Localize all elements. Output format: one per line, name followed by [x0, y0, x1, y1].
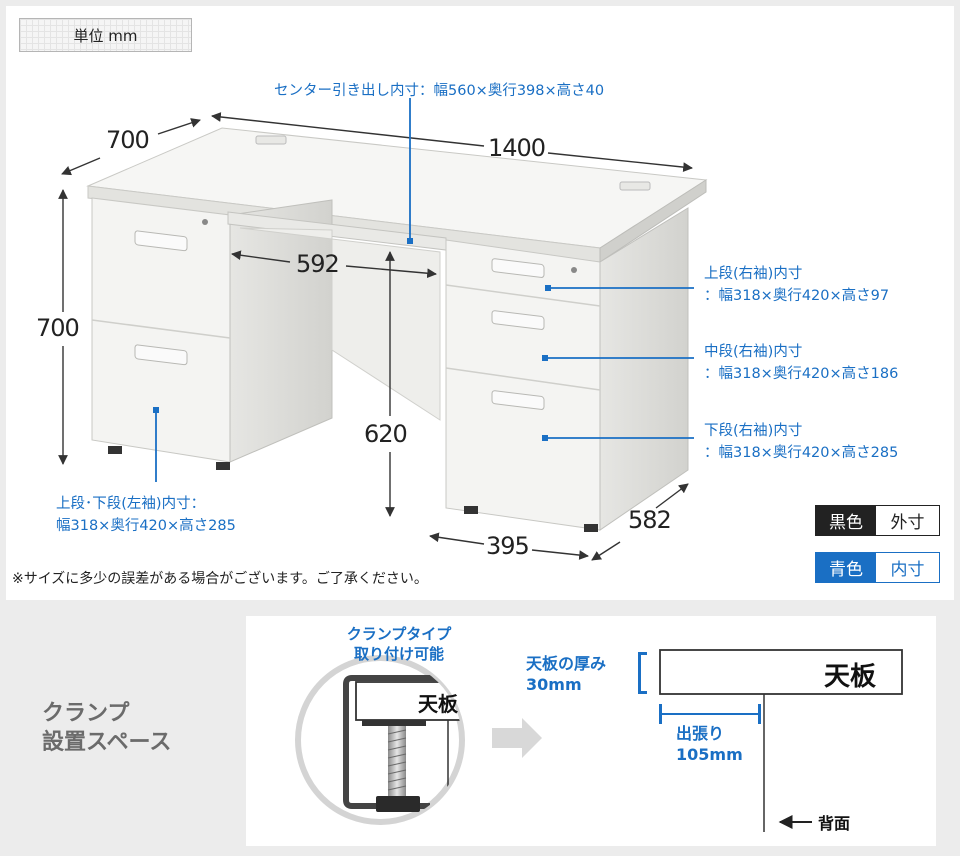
legend-blue-label: 青色 [816, 553, 876, 582]
desk-top-side-edge [599, 179, 707, 263]
board-thickness-bracket [638, 652, 641, 694]
desk-illustration [58, 98, 708, 561]
clamp-diagram [295, 649, 903, 832]
back-label: 背面 [818, 814, 851, 833]
pedestal-width-line-a [429, 532, 485, 545]
schematic-board-label: 天板 [824, 662, 877, 692]
clamp-type-line1: クランプタイプ [346, 625, 452, 643]
right-drawer-handle-upper [491, 258, 545, 278]
right-middle-value: ：幅318×奥行420×高さ186 [704, 366, 899, 382]
knee-width-dimension: 592 [296, 250, 340, 278]
right-lower-value: ：幅318×奥行420×高さ285 [704, 445, 899, 461]
legend-blue-value: 内寸 [876, 553, 939, 582]
width-line-b [547, 152, 693, 172]
width-dimension: 1400 [488, 134, 546, 162]
clamp-knob [376, 796, 420, 812]
pedestal-depth-line-b [655, 483, 689, 509]
clamp-frame [343, 675, 462, 809]
center-drawer-callout: センター引き出し内寸：幅560×奥行398×高さ40 [274, 83, 605, 99]
left-lock [202, 219, 208, 225]
knee-width-line-b [345, 265, 437, 279]
thickness-caption: 天板の厚み 30mm [526, 654, 606, 696]
tolerance-note: ※サイズに多少の誤差がある場合がございます。ご了承ください。 [12, 571, 428, 587]
clamp-board [355, 681, 462, 721]
grommet-left [255, 135, 287, 145]
left-pedestal-value: 幅318×奥行420×高さ285 [56, 518, 236, 534]
right-pedestal-front [445, 239, 601, 531]
clamp-type-caption: クランプタイプ 取り付け可能 [334, 624, 464, 665]
clamp-title-line2: 設置スペース [42, 729, 172, 755]
schematic-board [659, 649, 903, 695]
direction-arrow [492, 718, 542, 758]
knee-width-line-a [231, 250, 291, 263]
right-lock [571, 267, 577, 273]
legend-black-label: 黒色 [816, 506, 876, 535]
left-drawer-handle-upper [134, 230, 188, 252]
pedestal-width-dimension: 395 [486, 532, 530, 560]
depth-line-b [157, 118, 201, 135]
left-pedestal-side [229, 199, 333, 463]
right-lower-title: 下段(右袖)内寸 [704, 423, 803, 439]
legend-outer: 黒色 外寸 [815, 505, 940, 536]
knee-height-dimension: 620 [364, 420, 408, 448]
right-middle-title: 中段(右袖)内寸 [704, 344, 803, 360]
clamp-screw [388, 726, 406, 796]
clamp-type-line2: 取り付け可能 [353, 645, 444, 664]
right-upper-value: ：幅318×奥行420×高さ97 [704, 288, 890, 304]
clamp-board-label: 天板 [418, 692, 458, 716]
left-pedestal-title: 上段･下段(左袖)内寸： [56, 496, 206, 512]
depth-line-a [61, 157, 101, 176]
clamp-title-line1: クランプ [42, 701, 130, 726]
overhang-value: 105mm [676, 744, 743, 764]
legend-black-value: 外寸 [876, 506, 939, 535]
right-pedestal-side [599, 207, 689, 531]
overhang-label: 出張り [676, 724, 725, 743]
grommet-right [619, 181, 651, 191]
clamp-section-title: クランプ 設置スペース [42, 700, 171, 757]
depth-dimension: 700 [106, 126, 150, 154]
pedestal-depth-line-a [591, 541, 621, 561]
right-upper-title: 上段(右袖)内寸 [704, 266, 803, 282]
thickness-value: 30mm [526, 674, 582, 694]
width-line-a [211, 112, 485, 147]
thickness-label: 天板の厚み [526, 654, 607, 673]
pedestal-depth-dimension: 582 [628, 506, 672, 534]
unit-label: 単位 mm [19, 18, 192, 52]
right-drawer-handle-lower [491, 390, 545, 410]
pedestal-width-line-b [531, 549, 589, 560]
left-drawer-handle-lower [134, 344, 188, 366]
overhang-caption: 出張り 105mm [676, 724, 743, 766]
right-drawer-handle-middle [491, 310, 545, 330]
height-dimension: 700 [36, 314, 80, 342]
legend-inner: 青色 内寸 [815, 552, 940, 583]
